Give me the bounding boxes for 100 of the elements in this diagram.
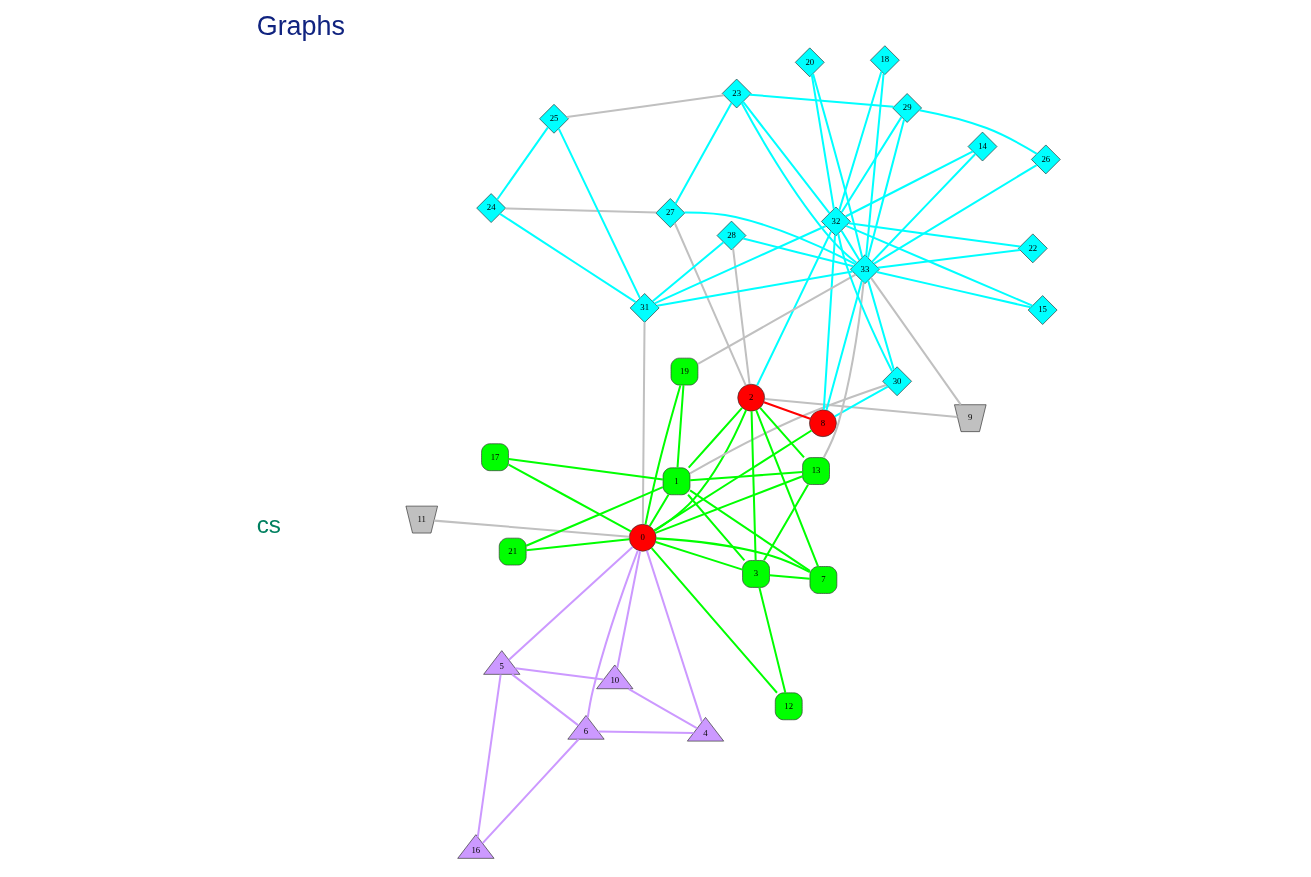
connector [763, 484, 809, 561]
node-box: 7 [809, 566, 838, 594]
node-diamond: 20 [794, 47, 825, 78]
node-box: 19 [670, 357, 699, 386]
connector [676, 385, 685, 468]
connector [840, 230, 861, 261]
connector [526, 538, 630, 552]
connector [825, 280, 863, 411]
connector [763, 401, 811, 420]
connector [508, 546, 634, 661]
connector [689, 383, 887, 475]
connector [848, 222, 1021, 248]
connector [496, 126, 549, 201]
node-diamond: 31 [629, 293, 660, 323]
connector [750, 411, 757, 561]
connector [756, 230, 833, 386]
node-circle: 8 [809, 409, 837, 437]
node-diamond: 22 [1018, 233, 1048, 264]
connector [653, 409, 748, 532]
connector [822, 282, 865, 458]
connector [865, 73, 885, 257]
connector [508, 463, 632, 533]
node-box: 3 [742, 560, 770, 588]
connector [476, 674, 502, 838]
connector [654, 225, 827, 305]
connector [656, 537, 811, 574]
connector [919, 109, 1038, 155]
connector [616, 551, 642, 669]
connector [866, 119, 906, 258]
connector [515, 667, 604, 681]
connector [697, 273, 857, 365]
connector [871, 153, 977, 263]
connector [687, 407, 743, 469]
connector [674, 102, 733, 205]
connector [566, 94, 724, 118]
connector [505, 207, 657, 214]
connector [870, 277, 962, 406]
connector [673, 222, 747, 386]
connector [598, 730, 694, 735]
node-diamond: 25 [539, 103, 569, 134]
node-diamond: 18 [870, 45, 900, 75]
node-diamond: 14 [967, 131, 998, 162]
node-circle: 0 [628, 524, 657, 552]
node-diamond: 27 [655, 198, 686, 228]
node-diamond: 33 [850, 254, 880, 285]
node-box: 13 [802, 457, 830, 485]
connector [840, 116, 903, 213]
node-diamond: 23 [721, 78, 752, 109]
node-box: 17 [481, 443, 509, 471]
connector [742, 101, 831, 214]
connector [732, 248, 751, 385]
diagram-title: Graphs [256, 10, 345, 41]
connector [650, 547, 778, 694]
connector [525, 486, 664, 547]
connector [652, 241, 725, 303]
connector [656, 270, 853, 307]
connector [499, 213, 637, 303]
connector [645, 550, 703, 723]
connector [749, 93, 894, 108]
connector [810, 74, 835, 209]
node-box: 1 [662, 467, 691, 496]
connector [434, 519, 630, 538]
connector [628, 687, 698, 730]
connector [655, 475, 803, 534]
connector [644, 385, 682, 525]
connector [769, 574, 810, 580]
node-diamond: 26 [1031, 144, 1061, 175]
connector [834, 385, 889, 418]
connector [641, 322, 646, 525]
connector [689, 489, 811, 572]
node-circle: 2 [737, 383, 765, 412]
connector [837, 233, 894, 372]
connector [845, 150, 974, 218]
connector [877, 248, 1021, 269]
connector [838, 71, 883, 211]
connector [648, 494, 670, 527]
connector [684, 211, 856, 265]
connector [653, 429, 813, 532]
node-diamond: 29 [892, 93, 922, 123]
node-diamond: 24 [476, 193, 506, 223]
node-diamond: 28 [716, 220, 747, 251]
connector [876, 271, 1031, 309]
connector [867, 280, 895, 371]
connector [511, 673, 579, 727]
connector [755, 409, 819, 567]
label: cs [256, 511, 281, 539]
connector [687, 494, 746, 562]
connector [822, 235, 836, 410]
connector [758, 587, 787, 693]
connector [740, 102, 858, 264]
node-box: 21 [498, 537, 527, 566]
connector [742, 237, 854, 268]
connector [586, 550, 639, 718]
connector [557, 128, 641, 299]
connector [508, 458, 663, 481]
connector [873, 164, 1038, 265]
connector [845, 224, 1033, 307]
node-diamond: 30 [882, 366, 912, 397]
node-box: 12 [774, 692, 803, 721]
connector [812, 73, 864, 258]
